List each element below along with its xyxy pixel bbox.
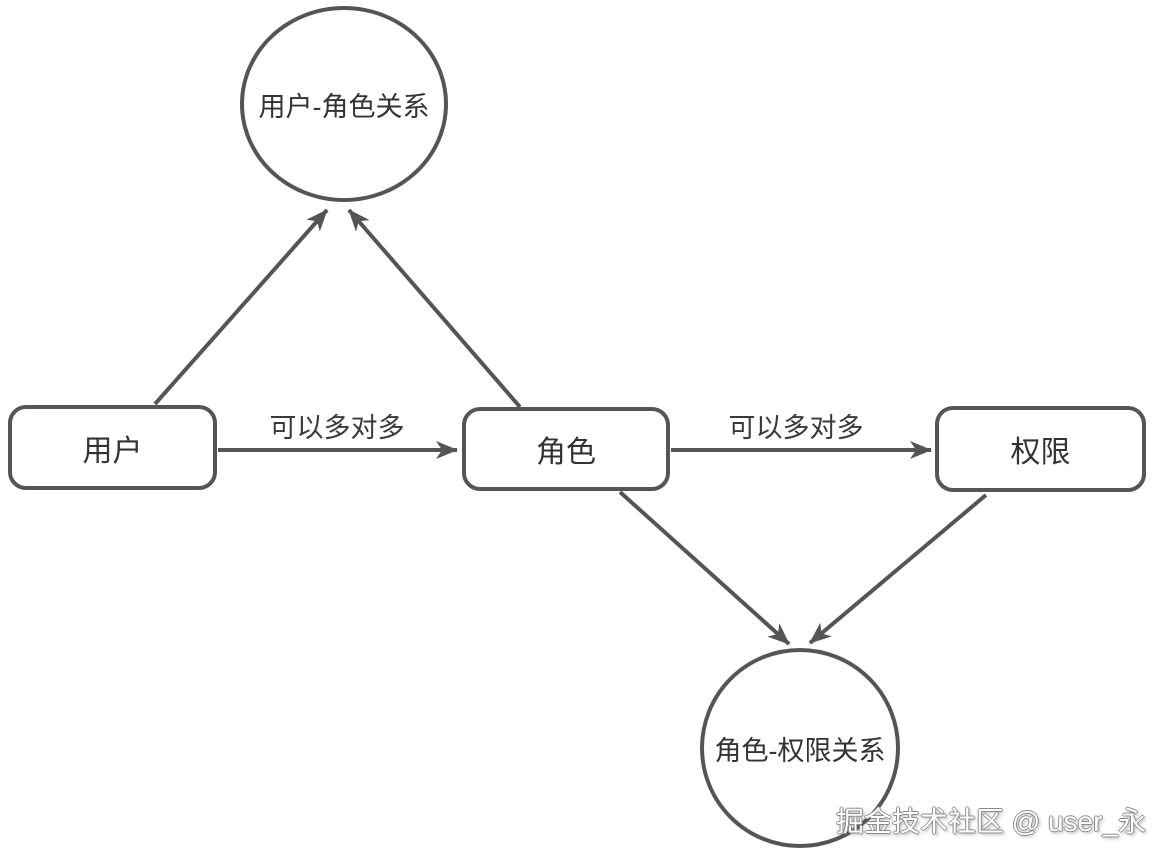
node-user: 用户 bbox=[8, 405, 217, 490]
node-role-permission-relation: 角色-权限关系 bbox=[700, 648, 900, 848]
edge-role-to-user-role-relation bbox=[347, 208, 522, 409]
node-user-label: 用户 bbox=[82, 434, 143, 468]
node-user-role-relation-label: 用户-角色关系 bbox=[258, 91, 430, 122]
node-role: 角色 bbox=[462, 407, 670, 491]
node-permission-label: 权限 bbox=[1010, 436, 1071, 469]
node-user-role-relation: 用户-角色关系 bbox=[240, 6, 448, 202]
edge-role-to-role-permission-relation bbox=[618, 490, 791, 646]
edge-user-to-user-role-relation bbox=[153, 208, 329, 406]
edge-label-role-permission: 可以多对多 bbox=[728, 413, 864, 443]
edge-permission-to-role-permission-relation bbox=[808, 493, 988, 645]
node-permission: 权限 bbox=[935, 406, 1146, 492]
node-role-label: 角色 bbox=[536, 436, 596, 469]
watermark-text: 掘金技术社区 @ user_永 bbox=[835, 806, 1146, 837]
edge-label-user-role: 可以多对多 bbox=[269, 413, 405, 443]
node-role-permission-relation-label: 角色-权限关系 bbox=[714, 735, 886, 766]
